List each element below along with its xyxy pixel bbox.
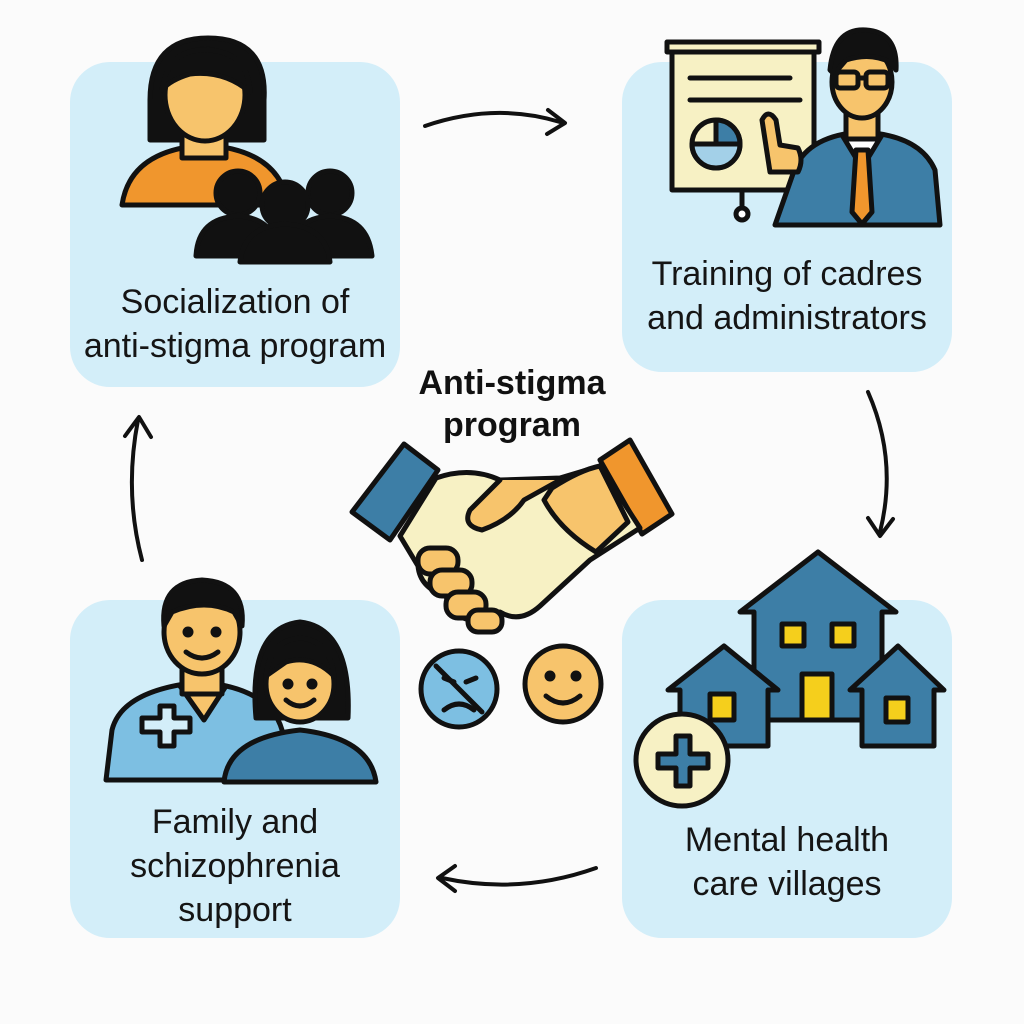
arrow-tl-to-tr (423, 108, 567, 136)
arrow-tr-to-br (866, 390, 895, 538)
sad-face-icon (418, 648, 500, 730)
happy-face-icon (522, 643, 604, 725)
people-group-icon (119, 35, 375, 265)
presentation-trainer-icon (664, 27, 943, 228)
village-houses-icon (633, 549, 947, 809)
arrow-bl-to-tl (123, 415, 153, 562)
family-support-icon (103, 577, 379, 785)
handshake-icon (349, 437, 675, 635)
arrow-br-to-bl (436, 864, 598, 893)
